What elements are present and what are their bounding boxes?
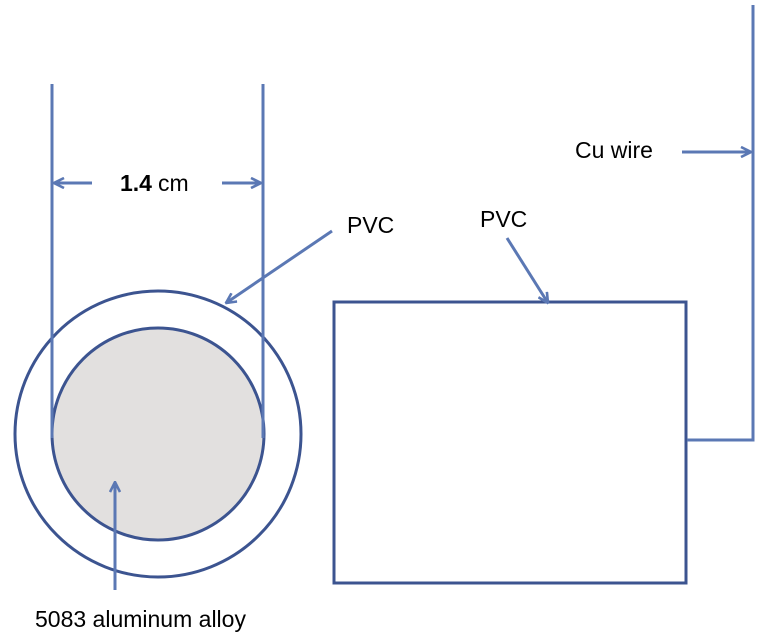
dimension-value: 1.4 xyxy=(120,170,152,196)
pvc-arrow-left xyxy=(226,229,333,303)
cu-wire-label: Cu wire xyxy=(575,137,653,163)
alloy-label: 5083 aluminum alloy xyxy=(35,606,246,632)
specimen-side-rect xyxy=(332,300,688,585)
dimension-unit: cm xyxy=(158,170,189,196)
pvc-label-left: PVC xyxy=(347,212,394,238)
pvc-label-right: PVC xyxy=(480,206,527,232)
alloy-core-circle xyxy=(50,326,266,542)
cu-wire xyxy=(687,5,755,442)
pvc-arrow-right xyxy=(505,237,548,303)
